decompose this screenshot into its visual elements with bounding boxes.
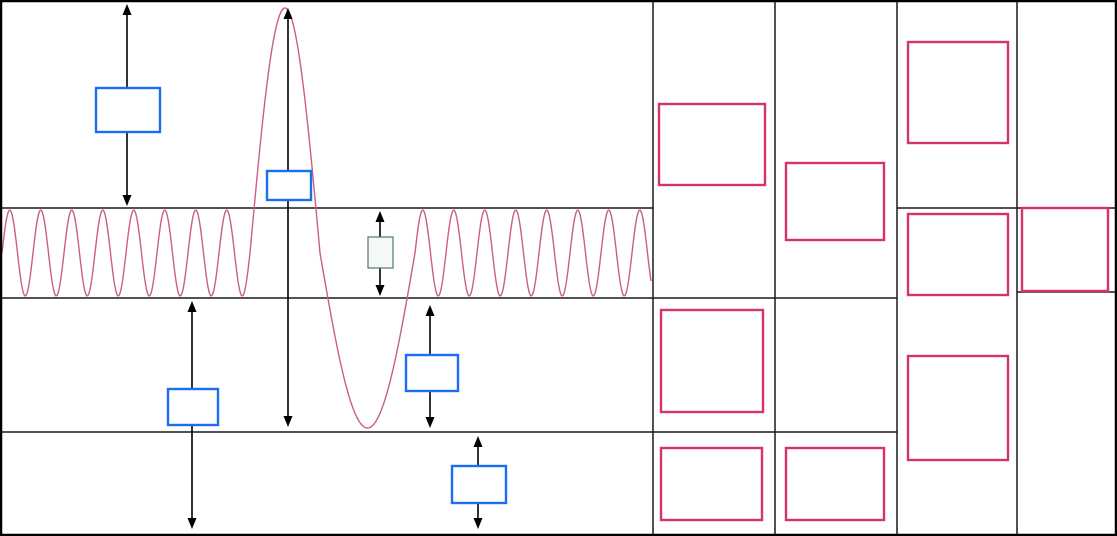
measure-arrow-head-up-3: [375, 211, 385, 222]
measure-arrow-head-down-3: [375, 285, 385, 296]
blue-label-box-1[interactable]: [94, 86, 162, 134]
pink-answer-box-7[interactable]: [906, 354, 1010, 462]
pink-answer-box-6[interactable]: [659, 308, 765, 414]
small-label-box[interactable]: [367, 236, 394, 269]
measure-arrow-head-down-1: [122, 195, 132, 206]
blue-label-box-3[interactable]: [404, 353, 460, 393]
blue-label-box-5[interactable]: [450, 464, 508, 505]
pink-answer-box-5[interactable]: [1020, 206, 1110, 293]
seismic-waveform-trace: [1, 7, 652, 429]
measure-arrow-head-down-4: [425, 417, 435, 428]
pink-answer-box-2[interactable]: [784, 161, 886, 242]
measure-arrow-head-up-4: [425, 305, 435, 316]
pink-answer-box-3[interactable]: [906, 40, 1010, 145]
measure-arrow-head-up-6: [473, 436, 483, 447]
measure-arrow-head-down-6: [473, 518, 483, 529]
measure-arrow-head-up-5: [187, 301, 197, 312]
blue-label-box-4[interactable]: [166, 387, 220, 427]
measure-arrow-head-down-5: [187, 518, 197, 529]
measure-arrow-head-up-2: [283, 8, 293, 19]
measure-arrow-head-down-2: [283, 416, 293, 427]
pink-answer-box-4[interactable]: [906, 212, 1010, 297]
measure-arrow-head-up-1: [122, 4, 132, 15]
blue-label-box-2[interactable]: [265, 169, 313, 202]
pink-answer-box-9[interactable]: [784, 446, 886, 522]
pink-answer-box-1[interactable]: [657, 102, 767, 187]
pink-answer-box-8[interactable]: [659, 446, 764, 522]
